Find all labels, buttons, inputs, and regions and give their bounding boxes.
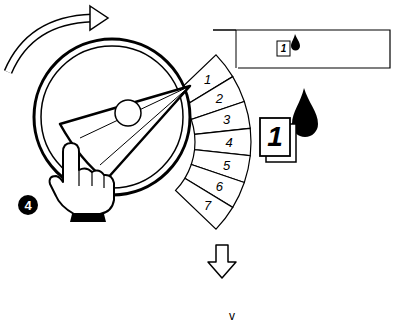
page-icon-number: 1: [267, 123, 283, 151]
day-number: 4: [225, 136, 232, 149]
small-drop-icon: [291, 34, 300, 51]
day-number: 1: [204, 72, 211, 85]
day-number: 3: [223, 113, 230, 126]
day-number: 6: [216, 179, 223, 192]
front-page-icon: [260, 118, 290, 156]
pressing-hand: [50, 143, 114, 214]
small-page-icon: [277, 41, 290, 56]
callout-circle: [18, 195, 38, 215]
rotation-arrow-head: [90, 6, 108, 30]
day-number: 7: [204, 199, 211, 212]
page-mark: v: [229, 310, 235, 322]
callout-number: 4: [24, 199, 31, 212]
display-panel: [213, 30, 390, 68]
dial-outer-ring: [34, 39, 190, 195]
pointer-ridges: [80, 86, 190, 165]
small-icon-number: 1: [281, 44, 287, 54]
down-arrow: [208, 245, 236, 278]
day-number: 2: [216, 92, 223, 105]
day-number: 5: [223, 158, 230, 171]
dial-hub: [115, 100, 141, 126]
hand-cuff: [70, 214, 106, 222]
day-segment: [176, 178, 233, 229]
finger-lines: [79, 170, 104, 188]
panel-edge: [213, 30, 236, 68]
